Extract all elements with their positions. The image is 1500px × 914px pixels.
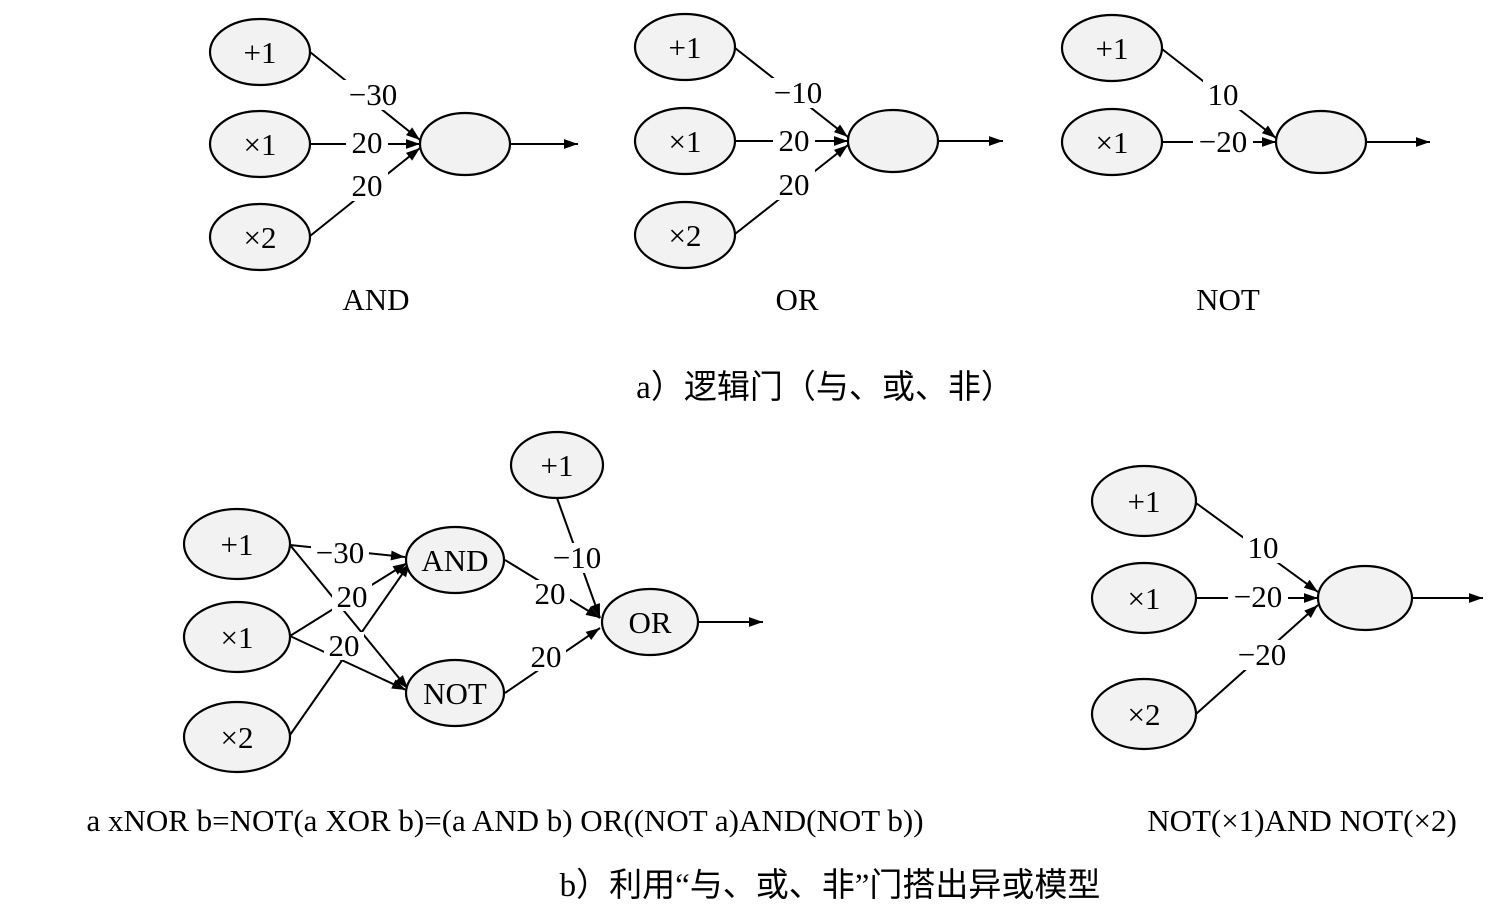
- or-gate-title: OR: [775, 282, 818, 317]
- not-input-x1-node: [1060, 107, 1164, 177]
- or-input-x2-node: [633, 200, 737, 270]
- xnor-or-label: OR: [628, 605, 671, 640]
- and-input-bias-label: +1: [244, 35, 277, 70]
- not-input-x1-label: ×1: [1096, 125, 1129, 160]
- or-input-bias-label: +1: [669, 30, 702, 65]
- nor-input-x2-label: ×2: [1128, 697, 1161, 732]
- and-input-x1-label: ×1: [244, 127, 277, 162]
- or-weight-bias: −10: [774, 75, 822, 110]
- xnor-bias2-label: +1: [541, 448, 574, 483]
- or-input-x2-label: ×2: [669, 218, 702, 253]
- nor-input-bias-label: +1: [1128, 484, 1161, 519]
- panel-a-caption: a）逻辑门（与、或、非）: [636, 369, 1014, 406]
- and-gate-network: +1 ×1 ×2 −30 20 20 AND: [208, 17, 578, 317]
- or-weight-x2: 20: [779, 167, 810, 202]
- panel-b-caption: b）利用“与、或、非”门搭出异或模型: [560, 867, 1101, 904]
- not-gate-title: NOT: [1196, 282, 1260, 317]
- nor-input-x1-label: ×1: [1128, 581, 1161, 616]
- xnor-input-x2-node: [182, 700, 292, 774]
- or-input-bias-node: [633, 12, 737, 82]
- xnor-input-bias-label: +1: [221, 527, 254, 562]
- and-output-node: [418, 111, 512, 177]
- xnor-input-bias-node: [182, 507, 292, 581]
- not-input-bias-label: +1: [1096, 31, 1129, 66]
- xnor-input-x1-label: ×1: [221, 620, 254, 655]
- xnor-or-node: [600, 587, 700, 657]
- nor-input-x2-node: [1090, 677, 1198, 751]
- and-weight-bias: −30: [349, 77, 397, 112]
- or-weight-x1: 20: [779, 123, 810, 158]
- and-weight-x1: 20: [352, 125, 383, 160]
- not-output-node: [1274, 109, 1368, 175]
- nor-input-x1-node: [1090, 561, 1198, 635]
- nor-weight-x1: −20: [1234, 579, 1282, 614]
- and-input-bias-node: [208, 17, 312, 87]
- and-input-x2-node: [208, 202, 312, 272]
- xnor-input-x1-node: [182, 600, 292, 674]
- xnor-weight-bias2-or: −10: [553, 540, 601, 575]
- xnor-weight-and-or: 20: [535, 576, 566, 611]
- xnor-weight-x1-and: 20: [337, 579, 368, 614]
- xnor-edge-bias-not: [289, 544, 409, 690]
- xnor-weight-bias-and: −30: [316, 535, 364, 570]
- not-weight-x1: −20: [1199, 124, 1247, 159]
- or-input-x1-node: [633, 106, 737, 176]
- xnor-edge-x1-not: [289, 635, 407, 691]
- nor-output-node: [1316, 564, 1414, 632]
- xnor-weight-not-or: 20: [531, 639, 562, 674]
- xnor-weight-x2-and: 20: [329, 628, 360, 663]
- not-input-bias-node: [1060, 13, 1164, 83]
- or-input-x1-label: ×1: [669, 124, 702, 159]
- xnor-and-node: [404, 525, 506, 595]
- and-gate-title: AND: [342, 282, 409, 317]
- xnor-bias2-node: [509, 430, 605, 500]
- xnor-formula: a xNOR b=NOT(a XOR b)=(a AND b) OR((NOT …: [86, 803, 923, 838]
- and-input-x1-node: [208, 109, 312, 179]
- xnor-and-label: AND: [421, 543, 488, 578]
- nor-weight-x2: −20: [1238, 637, 1286, 672]
- xnor-input-x2-label: ×2: [221, 720, 254, 755]
- or-output-node: [846, 108, 940, 174]
- xnor-not-label: NOT: [423, 676, 487, 711]
- or-gate-network: +1 ×1 ×2 −10 20 20 OR: [633, 12, 1003, 317]
- xnor-network: +1 ×1 ×2 AND NOT +1 OR −30 20 20 −10 20 …: [86, 430, 924, 838]
- nor-input-bias-node: [1090, 464, 1198, 538]
- and-weight-x2: 20: [352, 168, 383, 203]
- nor-formula: NOT(×1)AND NOT(×2): [1147, 803, 1457, 838]
- nor-weight-bias: 10: [1248, 530, 1279, 565]
- xnor-not-node: [404, 658, 506, 728]
- nor-network: +1 ×1 ×2 10 −20 −20 NOT(×1)AND NOT(×2): [1090, 464, 1483, 838]
- and-input-x2-label: ×2: [244, 220, 277, 255]
- not-weight-bias: 10: [1208, 77, 1239, 112]
- not-gate-network: +1 ×1 10 −20 NOT: [1060, 13, 1430, 317]
